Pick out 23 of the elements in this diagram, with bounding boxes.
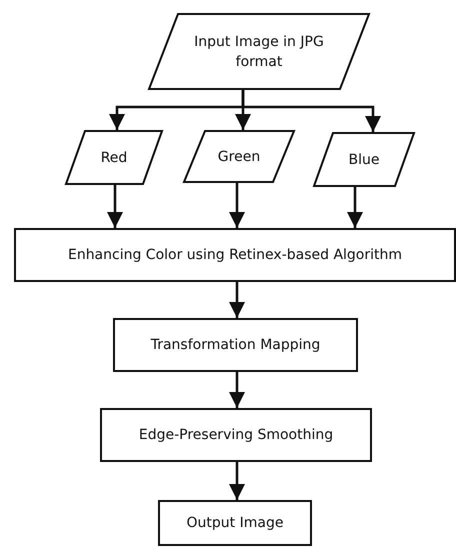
data-parallelogram [65, 130, 163, 185]
arrow [229, 462, 245, 500]
node-label: Input Image in JPG format [193, 32, 325, 72]
arrow [229, 183, 245, 228]
arrow [229, 372, 245, 408]
arrow [107, 185, 123, 228]
data-parallelogram [183, 130, 295, 183]
node-label: Enhancing Color using Retinex-based Algorithm [66, 246, 404, 265]
process-box [14, 228, 456, 282]
node-label: Red [100, 148, 128, 168]
process-box [158, 500, 312, 546]
arrow [347, 187, 363, 228]
data-parallelogram [148, 13, 370, 90]
node-label: Output Image [186, 514, 284, 533]
process-box [113, 318, 358, 372]
process-box [100, 408, 372, 462]
arrow [242, 90, 381, 132]
node-label: Transformation Mapping [150, 336, 322, 355]
data-parallelogram [313, 132, 415, 187]
node-label: Green [216, 148, 262, 166]
arrow [229, 282, 245, 318]
node-label: Blue [348, 150, 380, 170]
node-label: Edge-Preserving Smoothing [138, 426, 334, 445]
